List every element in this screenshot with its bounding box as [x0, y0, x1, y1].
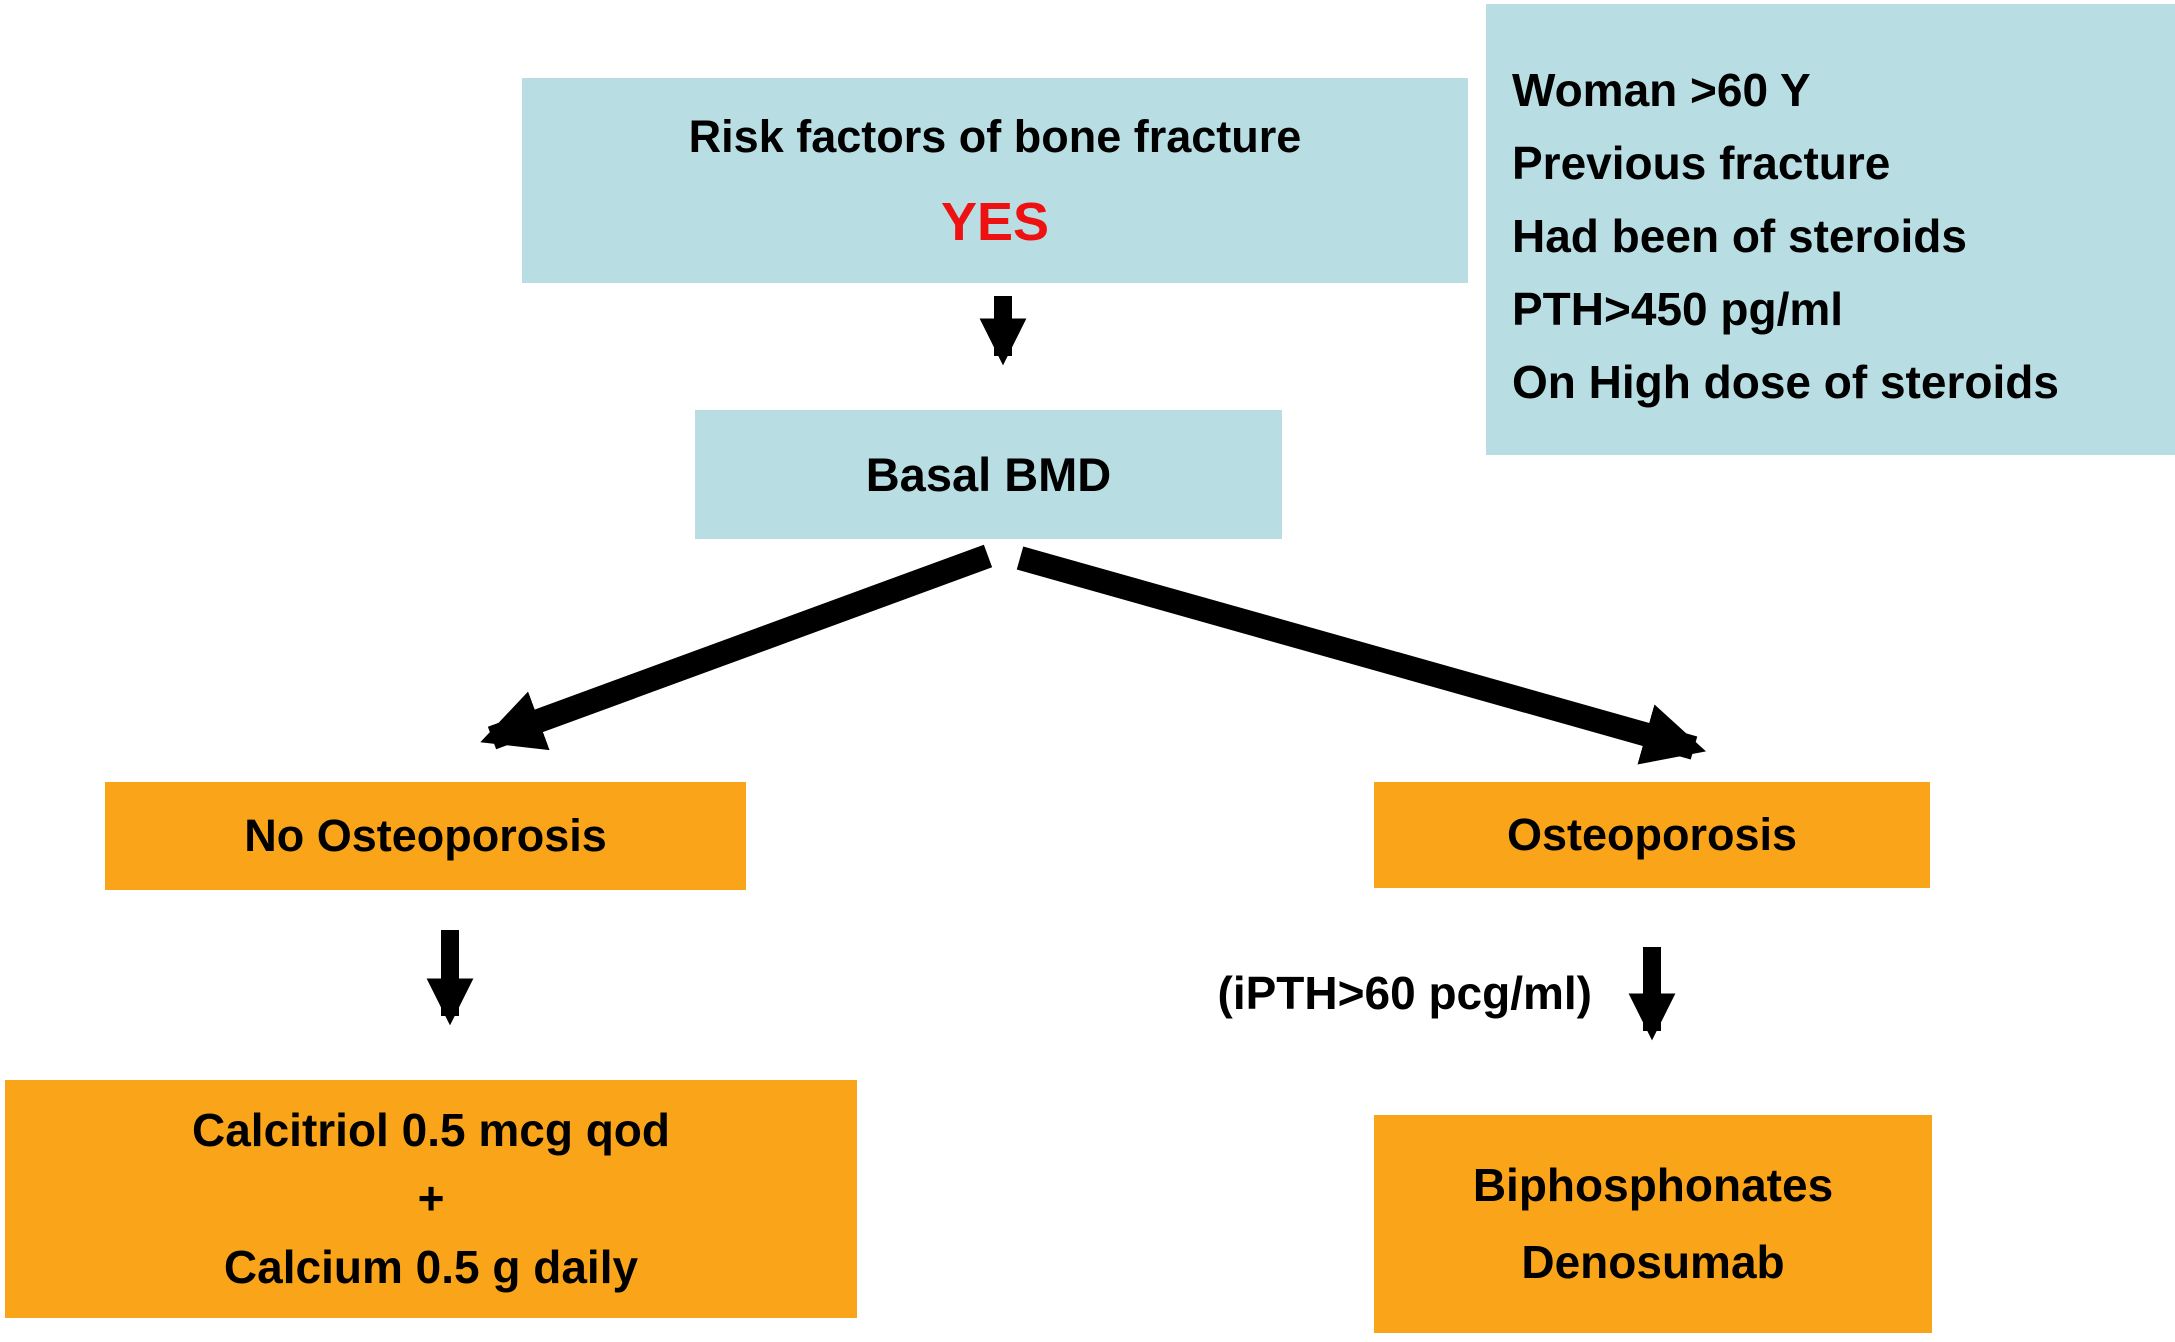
criteria-node: Woman >60 Y Previous fracture Had been o…	[1486, 4, 2175, 455]
risk-factors-text: Risk factors of bone fracture	[688, 110, 1302, 162]
treatment-right-line: Denosumab	[1521, 1236, 1785, 1289]
treatment-left-line: Calcitriol 0.5 mcg qod	[192, 1104, 670, 1157]
criteria-item: On High dose of steroids	[1512, 356, 2059, 408]
treatment-right-node: Biphosphonates Denosumab	[1374, 1115, 1932, 1333]
plus-sign: +	[417, 1172, 445, 1225]
arrow-diagonal-left	[480, 544, 993, 751]
ipth-condition-label: (iPTH>60 pcg/ml)	[1217, 967, 1592, 1019]
criteria-item: Woman >60 Y	[1512, 64, 1811, 116]
arrow-diagonal-right	[1016, 546, 1707, 765]
treatment-left-node: Calcitriol 0.5 mcg qod + Calcium 0.5 g d…	[5, 1080, 857, 1318]
risk-factors-node: Risk factors of bone fracture YES	[522, 78, 1468, 283]
criteria-item: Had been of steroids	[1512, 210, 1967, 262]
basal-bmd-node: Basal BMD	[695, 410, 1282, 539]
osteoporosis-label: Osteoporosis	[1506, 809, 1798, 860]
basal-bmd-label: Basal BMD	[865, 448, 1112, 501]
no-osteoporosis-node: No Osteoporosis	[105, 782, 746, 890]
criteria-item: Previous fracture	[1512, 137, 1891, 189]
no-osteoporosis-label: No Osteoporosis	[244, 810, 607, 861]
criteria-item: PTH>450 pg/ml	[1512, 283, 1844, 335]
yes-text: YES	[940, 192, 1050, 253]
treatment-right-line: Biphosphonates	[1472, 1158, 1834, 1211]
treatment-left-line: Calcium 0.5 g daily	[223, 1240, 639, 1293]
osteoporosis-node: Osteoporosis	[1374, 782, 1930, 888]
